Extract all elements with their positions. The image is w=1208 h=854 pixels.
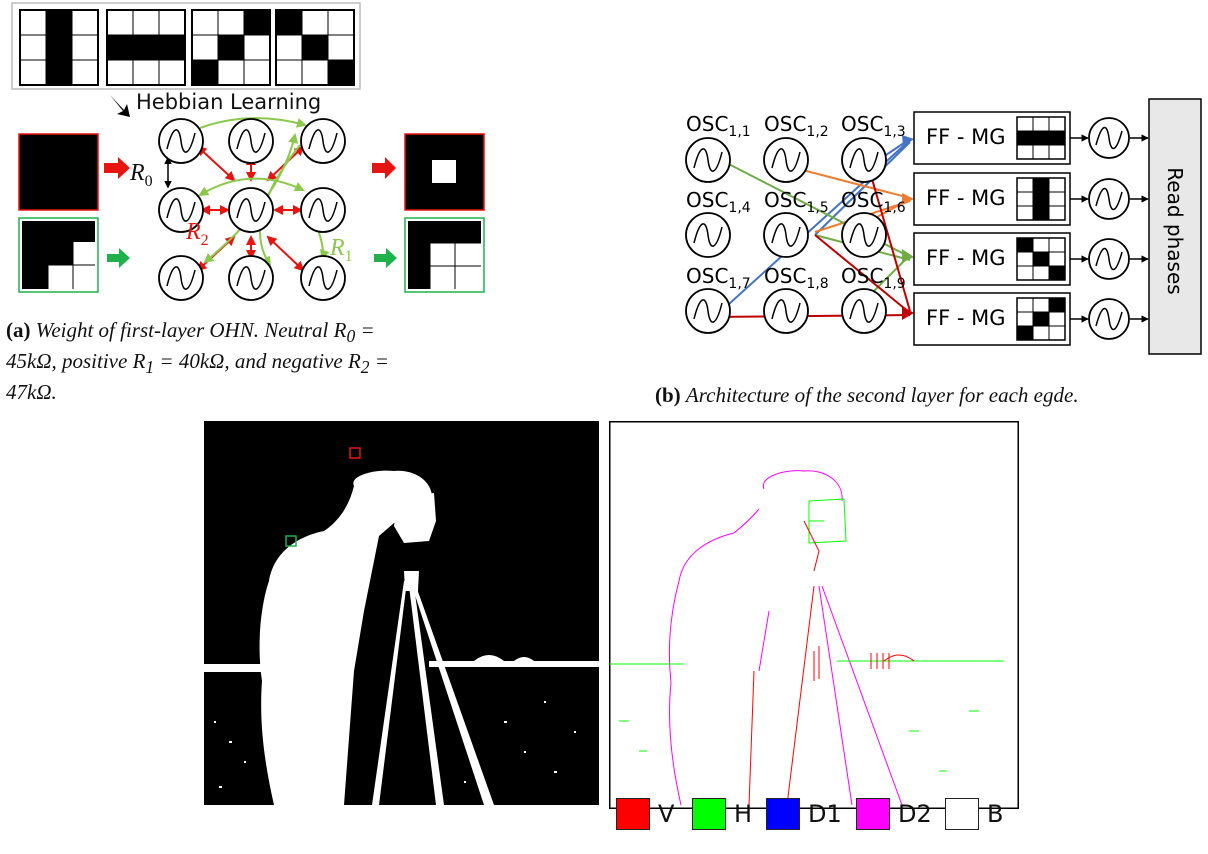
read-phases-box [1148, 98, 1202, 355]
legend-item-d1: D1 [766, 794, 842, 834]
oscillator [841, 212, 887, 258]
red-arrow-in [104, 157, 130, 179]
oscillator [228, 255, 274, 301]
caption-a: (a) Weight of first-layer OHN. Neutral R… [6, 318, 389, 405]
osc-label-1-9: OSC1,9 [841, 264, 906, 292]
pattern-horizontal [106, 9, 186, 86]
pattern-diagonal-1 [191, 9, 271, 86]
panel-b-diagram [685, 98, 1202, 355]
oscillator [685, 212, 731, 258]
oscillator [685, 137, 731, 183]
legend-item-b: B [945, 794, 1003, 834]
oscillator [300, 187, 346, 233]
oscillator [841, 137, 887, 183]
output-stage [1070, 134, 1149, 323]
oscillator [158, 118, 204, 164]
output-oscillators [1088, 117, 1130, 340]
mini-pattern-diagonal [1016, 237, 1066, 281]
oscillator-grid [158, 118, 346, 301]
oscillator [158, 187, 204, 233]
ffmg-label-3: FF - MG [926, 246, 1006, 270]
mini-pattern-vertical [1016, 177, 1066, 221]
osc-label-1-6: OSC1,6 [841, 188, 906, 216]
ffmg-label-2: FF - MG [926, 186, 1006, 210]
legend-swatch-b [945, 798, 979, 830]
mini-pattern-antidiagonal [1016, 297, 1066, 341]
red-arrow-out [372, 157, 396, 179]
read-phases-label: Read phases [1163, 167, 1187, 295]
oscillator [841, 288, 887, 334]
legend-label-h: H [734, 800, 753, 828]
ffmg-label-4: FF - MG [926, 306, 1006, 330]
panel-a-diagram [11, 2, 485, 301]
legend-item-h: H [692, 794, 752, 834]
oscillator [228, 187, 274, 233]
pattern-diagonal-2 [275, 9, 355, 86]
training-patterns [11, 2, 361, 90]
caption-b: (b) Architecture of the second layer for… [655, 383, 1079, 407]
osc-label-1-3: OSC1,3 [841, 112, 906, 140]
r2-label: R2 [186, 219, 209, 249]
input-red [18, 133, 99, 211]
oscillator [158, 255, 204, 301]
legend-swatch-v [616, 798, 650, 830]
osc-label-1-8: OSC1,8 [764, 264, 829, 292]
osc-label-1-2: OSC1,2 [764, 112, 829, 140]
input-green [18, 217, 99, 293]
ffmg-boxes [913, 111, 1071, 346]
legend-swatch-h [692, 798, 726, 830]
red-patch-marker [349, 447, 361, 459]
green-arrow-in [107, 248, 130, 268]
output-green [404, 217, 485, 293]
osc-label-1-5: OSC1,5 [764, 188, 829, 216]
osc-label-1-7: OSC1,7 [686, 264, 751, 292]
hebbian-arrow-icon [110, 95, 130, 117]
mini-pattern-horizontal [1016, 116, 1066, 160]
r1-label: R1 [330, 235, 353, 265]
oscillator [763, 288, 809, 334]
legend-item-v: V [616, 794, 674, 834]
edge-map-image [609, 421, 1019, 809]
legend-label-d2: D2 [898, 800, 932, 828]
legend-label-v: V [658, 800, 675, 828]
ffmg-label-1: FF - MG [926, 125, 1006, 149]
oscillator [1088, 298, 1130, 340]
legend-label-b: B [987, 800, 1004, 828]
legend-swatch-d1 [766, 798, 800, 830]
osc-label-1-4: OSC1,4 [686, 188, 751, 216]
oscillator [300, 118, 346, 164]
legend-item-d2: D2 [856, 794, 932, 834]
osc-label-1-1: OSC1,1 [686, 112, 751, 140]
oscillator [300, 255, 346, 301]
hebbian-label: Hebbian Learning [136, 90, 322, 114]
green-patch-marker [285, 535, 297, 547]
layer2-oscillators [685, 137, 887, 334]
pattern-vertical [19, 9, 99, 86]
oscillator [763, 212, 809, 258]
oscillator [1088, 238, 1130, 280]
r0-label: R0 [130, 160, 153, 190]
binary-cameraman-image [204, 421, 599, 805]
oscillator [763, 137, 809, 183]
oscillator [685, 288, 731, 334]
oscillator [1088, 178, 1130, 220]
output-red [404, 133, 485, 211]
oscillator [1088, 117, 1130, 159]
oscillator [228, 118, 274, 164]
legend-label-d1: D1 [808, 800, 842, 828]
green-arrow-out [374, 248, 397, 268]
legend-swatch-d2 [856, 798, 890, 830]
ffmg-input-arrowheads [902, 135, 914, 320]
